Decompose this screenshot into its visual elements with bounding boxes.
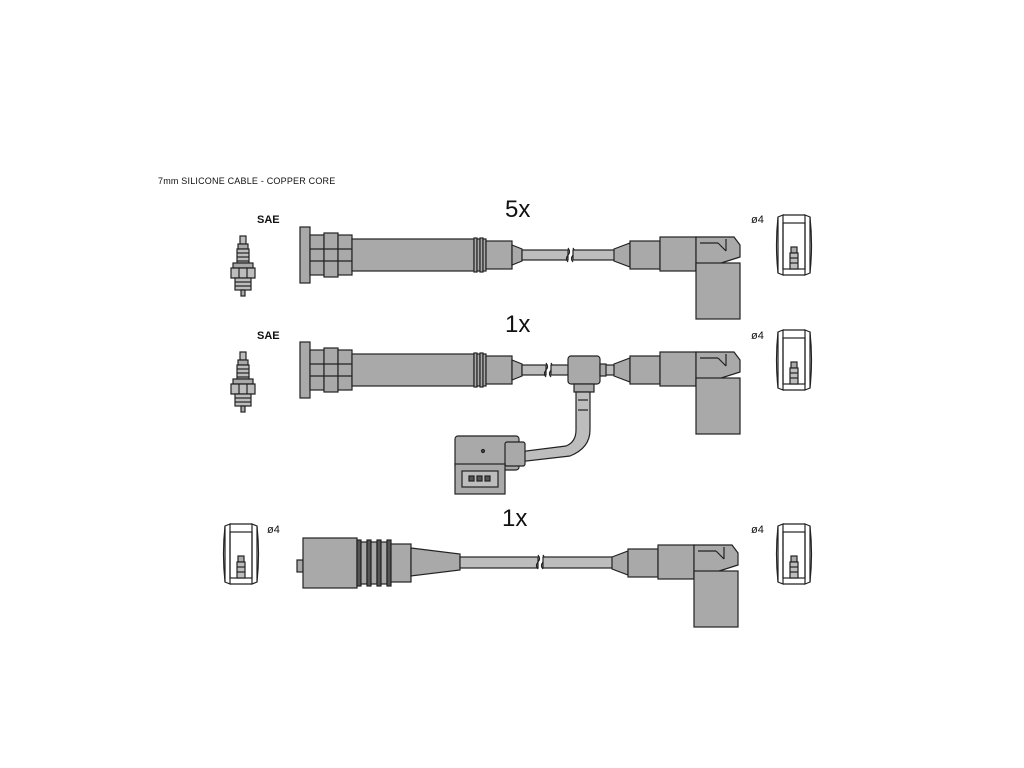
row3-lead [222, 523, 813, 628]
row3-quantity: 1x [502, 505, 528, 532]
row1-quantity: 5x [505, 196, 531, 223]
row3-wire [459, 554, 616, 570]
row3-right-label: ø4 [751, 524, 764, 536]
row2-quantity: 1x [505, 311, 531, 338]
row2-left-label: SAE [257, 330, 280, 342]
diagram-caption: 7mm SILICONE CABLE - COPPER CORE [158, 176, 336, 186]
row2-angled-boot [613, 351, 741, 435]
row2-right-label: ø4 [751, 330, 764, 342]
row3-left-label: ø4 [267, 524, 280, 536]
row2-sensor-connector [454, 435, 526, 495]
row3-left-terminal-icon [222, 523, 260, 585]
row1-spark-plug-icon [230, 235, 256, 297]
row3-right-terminal-icon [775, 523, 813, 585]
row1-left-label: SAE [257, 214, 280, 226]
row2-spark-plug-icon [230, 351, 256, 413]
row3-coil-boot [296, 537, 461, 589]
row3-angled-boot [611, 544, 739, 628]
row1-wire [521, 247, 618, 263]
row1-lead [230, 214, 813, 320]
row1-angled-boot [613, 236, 741, 320]
row1-terminal-icon [775, 214, 813, 276]
row2-terminal-icon [775, 329, 813, 391]
row1-plug-boot [299, 226, 523, 284]
row1-right-label: ø4 [751, 214, 764, 226]
row2-plug-boot [299, 341, 523, 399]
row2-wire [521, 362, 617, 378]
row2-lead [230, 329, 813, 495]
